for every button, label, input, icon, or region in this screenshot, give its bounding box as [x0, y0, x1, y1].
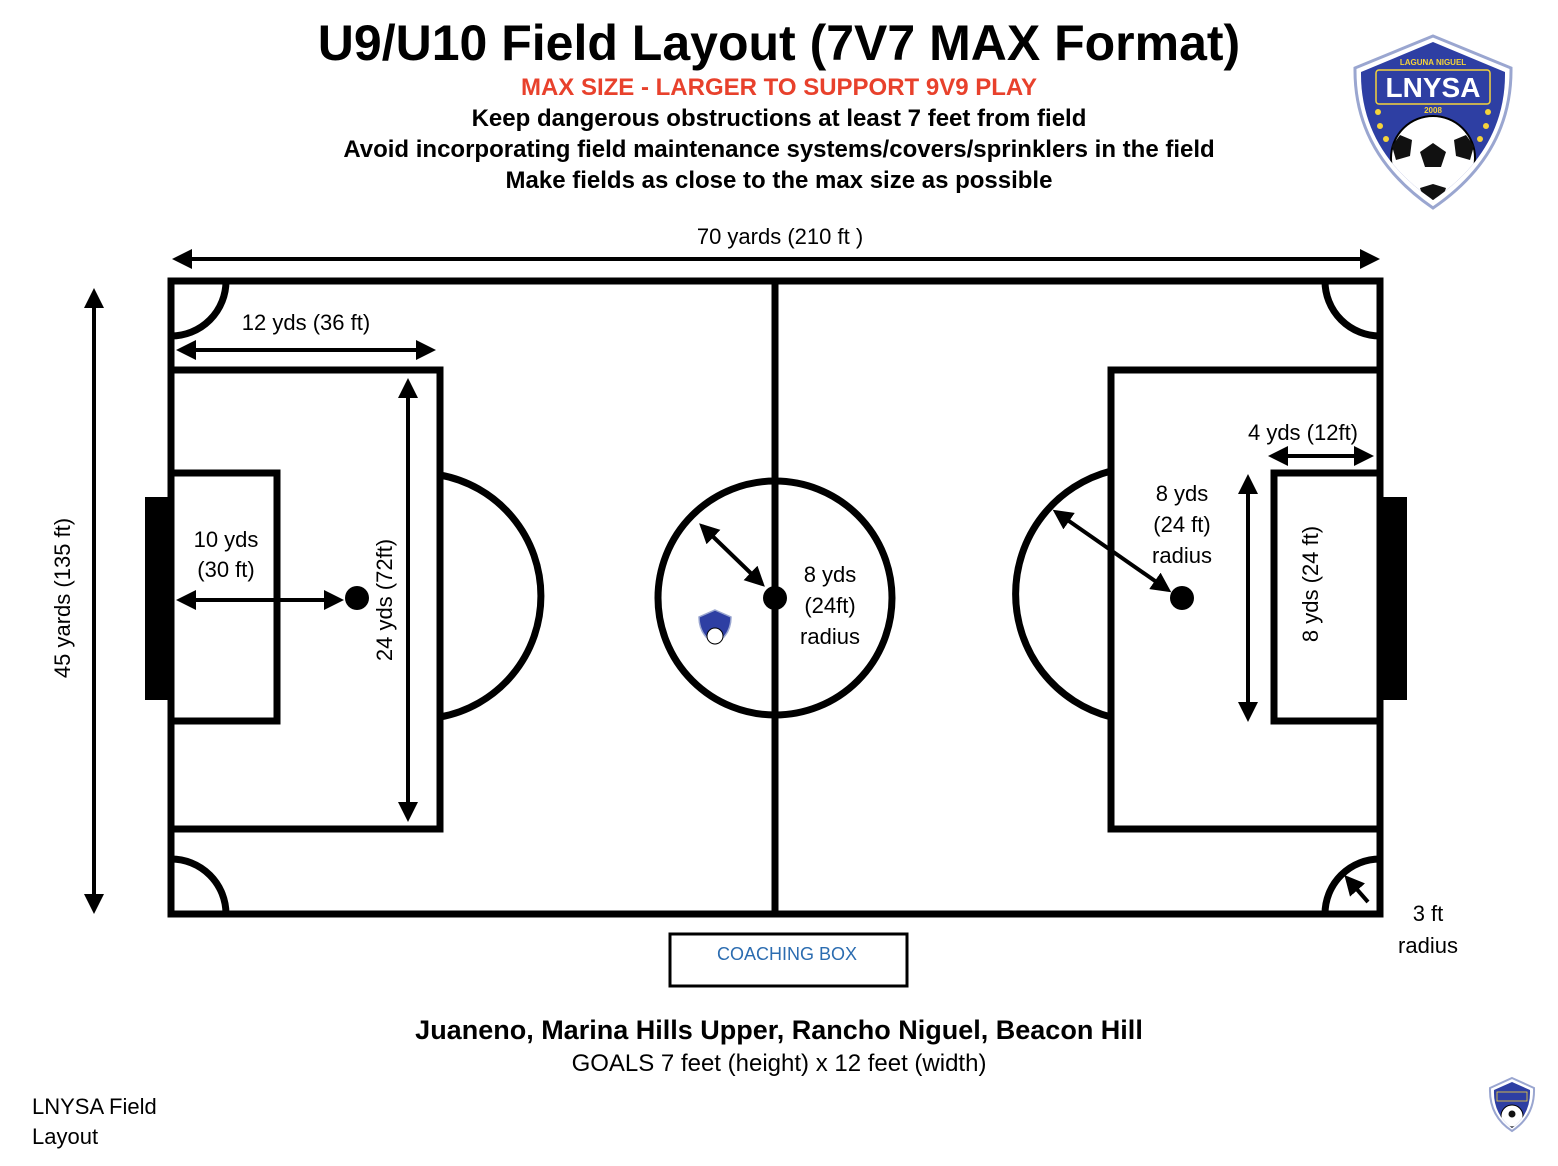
field-length-label: 70 yards (210 ft ): [697, 224, 863, 249]
penalty-spot-label-1: 10 yds: [194, 527, 259, 552]
corner-arc-top-left: [170, 280, 230, 340]
note-max-size: Make fields as close to the max size as …: [505, 167, 1053, 194]
goal-area-depth-label: 4 yds (12ft): [1248, 420, 1358, 445]
logo-year: 2008: [1424, 106, 1442, 115]
right-penalty-arc: [1012, 467, 1112, 721]
corner-arc-bottom-right: [1321, 855, 1381, 915]
corner-radius-label-1: 3 ft: [1413, 901, 1444, 926]
center-radius-arrow: [699, 523, 765, 587]
goal-size-note: GOALS 7 feet (height) x 12 feet (width): [571, 1050, 987, 1077]
left-goal: [145, 497, 172, 700]
field-width-label: 45 yards (135 ft): [50, 518, 75, 678]
corner-radius-label-2: radius: [1398, 933, 1458, 958]
max-size-subtitle: MAX SIZE - LARGER TO SUPPORT 9V9 PLAY: [520, 74, 1038, 101]
penalty-width-label: 24 yds (72ft): [372, 539, 397, 661]
footer-caption: LNYSA Field Layout: [32, 1092, 157, 1152]
coaching-box-label: COACHING BOX: [717, 944, 857, 964]
penalty-depth-label: 12 yds (36 ft): [242, 310, 370, 335]
logo-top-text: LAGUNA NIGUEL: [1400, 58, 1466, 67]
left-penalty-arc: [439, 471, 545, 721]
arc-radius-arrow: [1052, 509, 1172, 593]
center-radius-label-2: (24ft): [804, 593, 855, 618]
left-goal-area: [167, 469, 281, 725]
penalty-spot-label-2: (30 ft): [197, 557, 254, 582]
lnysa-logo: LAGUNA NIGUEL LNYSA 2008: [1353, 34, 1513, 210]
corner-radius-arrow: [1344, 874, 1370, 904]
center-radius-label-1: 8 yds: [804, 562, 857, 587]
field-locations: Juaneno, Marina Hills Upper, Rancho Nigu…: [415, 1015, 1143, 1045]
center-spot: [763, 586, 787, 610]
left-penalty-spot: [345, 586, 369, 610]
corner-arc-top-right: [1321, 280, 1381, 340]
footer-caption-line-1: LNYSA Field: [32, 1094, 157, 1119]
soccer-ball-icon: [1390, 115, 1476, 200]
right-penalty-spot: [1170, 586, 1194, 610]
right-goal: [1380, 497, 1407, 700]
center-logo-icon: [698, 609, 732, 645]
logo-name: LNYSA: [1386, 72, 1481, 103]
note-obstructions: Keep dangerous obstructions at least 7 f…: [471, 105, 1087, 132]
corner-arc-bottom-left: [170, 855, 230, 915]
footer-logo-icon: [1488, 1076, 1536, 1133]
page-title: U9/U10 Field Layout (7V7 MAX Format): [317, 15, 1241, 71]
arc-radius-label-3: radius: [1152, 543, 1212, 568]
arc-radius-label-1: 8 yds: [1156, 481, 1209, 506]
footer-caption-line-2: Layout: [32, 1124, 99, 1149]
center-radius-label-3: radius: [800, 624, 860, 649]
note-maintenance: Avoid incorporating field maintenance sy…: [343, 136, 1215, 163]
coaching-box: [668, 932, 909, 988]
star-icons: [1375, 109, 1491, 142]
center-circle: [654, 477, 896, 719]
right-goal-area: [1270, 469, 1384, 725]
arc-radius-label-2: (24 ft): [1153, 512, 1210, 537]
goal-area-width-label: 8 yds (24 ft): [1298, 526, 1323, 642]
